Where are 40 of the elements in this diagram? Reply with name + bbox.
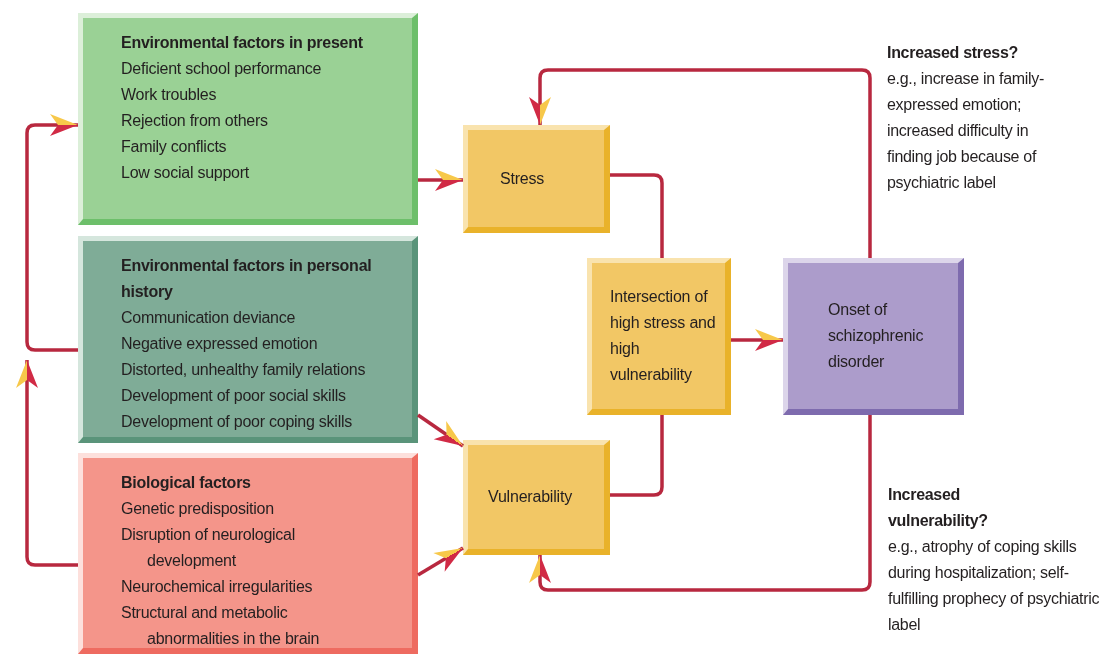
list-item: Disruption of neurological development <box>121 525 297 571</box>
arrow <box>417 546 464 577</box>
arrow <box>731 329 783 351</box>
arrow <box>25 114 78 352</box>
list-item: Neurochemical irregularities <box>121 577 314 597</box>
arrow <box>529 415 872 592</box>
box-label: Vulnerability <box>488 487 572 507</box>
list-item: Structural and metabolic abnormalities in the brain <box>121 603 321 649</box>
box-heading: Environmental factors in personal history <box>121 256 373 302</box>
process-box <box>463 125 610 233</box>
box-label: Stress <box>500 168 545 189</box>
list-item: Negative expressed emotion <box>121 334 319 354</box>
list-item: Distorted, unhealthy family relations <box>121 360 367 380</box>
note-heading: Increased vulnerability? <box>888 485 989 531</box>
list-item: Development of poor social skills <box>121 386 347 406</box>
arrow <box>418 169 463 191</box>
arrow <box>16 360 78 567</box>
list-item: Family conflicts <box>121 137 228 157</box>
note-heading: Increased stress? <box>887 43 1019 63</box>
list-item: Deficient school performance <box>121 59 323 79</box>
process-box <box>783 258 964 415</box>
process-box <box>463 440 610 555</box>
list-item: Rejection from others <box>121 111 269 131</box>
note-text: e.g., increase in family-expressed emotion; increased difficulty in finding job because of psychiatric label <box>887 69 1045 193</box>
factor-box <box>78 13 418 225</box>
box-heading: Biological factors <box>121 473 252 493</box>
list-item: Communication deviance <box>121 308 297 328</box>
list-item: Work troubles <box>121 85 218 105</box>
note-text: e.g., atrophy of coping skills during hospitalization; self-fulfilling prophecy of psychiatric label <box>888 537 1101 635</box>
process-box <box>587 258 731 415</box>
box-heading: Environmental factors in present <box>121 33 364 53</box>
list-item: Development of poor coping skills <box>121 412 353 432</box>
box-label: Onset of schizophrenic disorder <box>828 300 925 372</box>
list-item: Genetic predisposition <box>121 499 275 519</box>
list-item: Low social support <box>121 163 250 183</box>
arrow <box>417 413 464 448</box>
box-label: Intersection of high stress and high vulnerability <box>610 287 717 385</box>
factor-box <box>78 236 418 443</box>
arrow <box>529 68 872 258</box>
factor-box <box>78 453 418 654</box>
